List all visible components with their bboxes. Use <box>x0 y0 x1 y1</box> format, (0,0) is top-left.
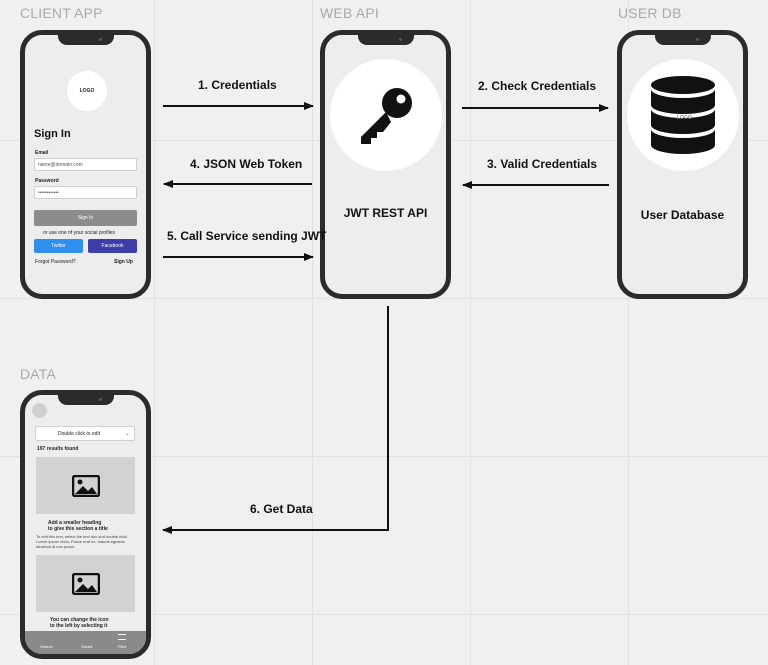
email-label: Email <box>35 150 49 156</box>
db-logo-text: LOGO <box>677 115 692 121</box>
sign-in-button[interactable]: Sign In <box>34 210 137 226</box>
results-count: 197 results found <box>37 446 79 452</box>
password-value: •••••••••••• <box>38 190 60 196</box>
key-icon <box>361 88 412 144</box>
database-circle <box>627 59 739 171</box>
client-app-phone: LOGO Sign In Email name@domain.com Passw… <box>20 30 151 299</box>
card1-image <box>36 457 135 514</box>
facebook-button[interactable]: Facebook <box>88 239 137 253</box>
phone-notch <box>57 395 114 405</box>
arrow-label-4: 4. JSON Web Token <box>190 157 303 171</box>
phone-notch <box>654 35 711 45</box>
dropdown-value: Double click to edit <box>58 431 100 437</box>
image-icon <box>71 474 100 497</box>
arrow-label-5: 5. Call Service sending JWT <box>167 229 327 243</box>
card2-image <box>36 555 135 612</box>
arrow-label-2: 2. Check Credentials <box>478 79 597 93</box>
email-value: name@domain.com <box>38 162 83 168</box>
card1-heading-line2: to give this section a title <box>48 526 108 532</box>
filter-icon[interactable] <box>118 634 126 640</box>
arrow-label-6: 6. Get Data <box>250 502 313 516</box>
tab-filter[interactable]: Filter <box>118 644 127 649</box>
phone-notch <box>57 35 114 45</box>
dropdown-select[interactable]: Double click to edit ⌄ <box>35 426 135 441</box>
tab-search[interactable]: Search <box>40 644 53 649</box>
email-field[interactable]: name@domain.com <box>34 158 137 171</box>
forgot-password-link[interactable]: Forgot Password? <box>35 259 76 265</box>
section-label-user-db: USER DB <box>618 5 682 21</box>
data-phone: Double click to edit ⌄ 197 results found… <box>20 390 151 659</box>
card1-body-line1: To edit this text, select the text box a… <box>36 534 127 539</box>
twitter-button[interactable]: Twitter <box>34 239 83 253</box>
key-circle <box>330 59 442 171</box>
sign-up-link[interactable]: Sign Up <box>114 259 133 265</box>
phone-notch <box>357 35 414 45</box>
user-db-label: User Database <box>640 208 725 222</box>
section-label-data: DATA <box>20 366 57 382</box>
image-icon <box>71 572 100 595</box>
arrow-6 <box>162 306 389 534</box>
section-label-client-app: CLIENT APP <box>20 5 103 21</box>
card1-body-line3: faucibus id non purus. <box>36 544 76 549</box>
web-api-phone: JWT REST API <box>320 30 451 299</box>
password-label: Password <box>35 178 59 184</box>
user-db-phone: LOGO User Database <box>617 30 748 299</box>
card2-heading-line2: to the left by selecting it <box>50 623 108 629</box>
chevron-down-icon: ⌄ <box>124 431 130 437</box>
web-api-label: JWT REST API <box>343 206 428 220</box>
avatar[interactable] <box>32 403 47 418</box>
social-text: or use one of your social profiles <box>43 230 115 236</box>
card2-heading-line1: You can change the icon <box>50 617 109 623</box>
database-icon <box>651 76 715 154</box>
tab-saved[interactable]: Saved <box>81 644 93 649</box>
logo-circle: LOGO <box>67 71 107 111</box>
card1-heading-line1: Add a smaller heading <box>48 520 102 526</box>
password-field[interactable]: •••••••••••• <box>34 186 137 199</box>
card1-body-line2: Lorem ipsum dolor. Fusce erat ex, mauris… <box>36 539 125 544</box>
arrow-label-1: 1. Credentials <box>198 78 277 92</box>
bottom-tab-bar: Search Saved Filter <box>25 631 146 654</box>
section-label-web-api: WEB API <box>320 5 379 21</box>
arrow-label-3: 3. Valid Credentials <box>487 157 598 171</box>
logo-text: LOGO <box>79 88 95 94</box>
sign-in-title: Sign In <box>34 128 71 140</box>
